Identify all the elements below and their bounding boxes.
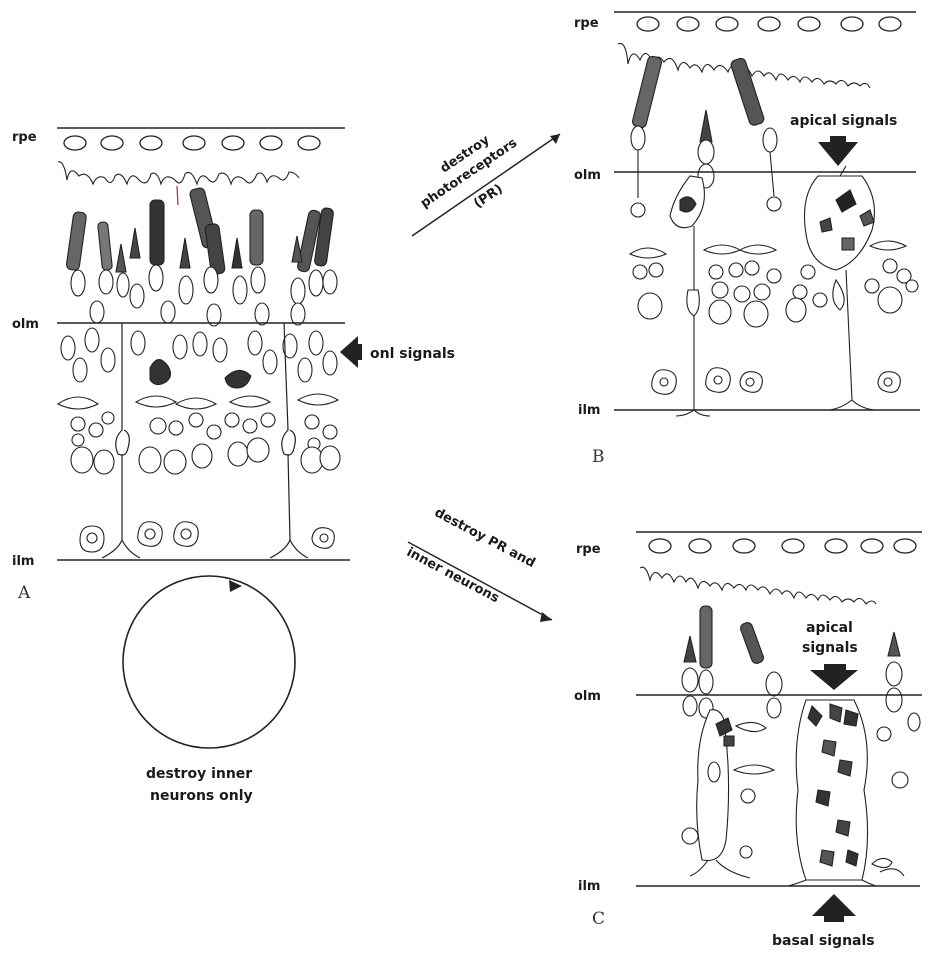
panel-b: rpe apical signals olm [574,12,920,467]
panel-a-olm-label: olm [12,317,39,332]
panel-c-rpe-cells [649,539,916,553]
panel-c-apical-arrow [810,664,858,690]
panel-a-ganglion-cells [80,522,334,552]
panel-c-apical-label-line2: signals [802,640,858,656]
panel-b-apical-arrow [818,136,858,166]
panel-a-rpe-cells [64,136,320,150]
panel-b-apical-signals-label: apical signals [790,113,897,129]
panel-b-glial-cluster-right [805,166,875,410]
panel-b-ilm-label: ilm [578,403,600,418]
panel-c-rpe-processes [640,567,876,604]
panel-b-inl-nuclei [633,259,918,327]
panel-a-dark-cell-2 [225,370,251,388]
panel-a-photoreceptors [66,187,334,275]
panel-b-rpe-cells [637,17,901,31]
panel-a-dark-cell-1 [150,359,171,384]
panel-b-letter: B [592,447,605,467]
panel-a-onl-signals-label: onl signals [370,346,455,362]
panel-b-ganglion-cells [652,368,901,395]
arrow-to-c-line2: inner neurons [404,545,502,606]
arrow-to-c-line1: destroy PR and [432,505,538,571]
panel-b-olm-label: olm [574,168,601,183]
panel-a-onl-signals-arrow [340,336,362,368]
panel-c-ilm-label: ilm [578,879,600,894]
panel-a-caption-line2: neurons only [150,788,253,804]
panel-a-cycle-arrow [123,576,295,748]
panel-a-ilm-label: ilm [12,554,34,569]
panel-c: rpe apical signals olm [574,532,922,949]
panel-a-rpe-label: rpe [12,130,37,145]
panel-c-letter: C [592,909,605,929]
panel-a-inl-nuclei [71,412,340,474]
panel-b-photoreceptors [631,55,781,217]
arrow-to-c: destroy PR and inner neurons [404,502,552,622]
panel-a-inner-segments [71,265,337,326]
panel-a-red-mark [177,186,178,205]
panel-c-basal-signals-label: basal signals [772,933,875,949]
panel-b-rpe-label: rpe [574,16,599,31]
panel-a: rpe [12,128,455,804]
panel-c-olm-label: olm [574,689,601,704]
arrow-to-b-line3: (PR) [471,182,505,212]
panel-a-letter: A [17,583,31,603]
panel-c-photoreceptors [682,606,902,718]
panel-a-horizontal-cells [58,394,338,409]
panel-c-basal-arrow [812,894,856,922]
panel-a-rpe-processes [58,162,299,184]
panel-a-onl-nuclei [61,328,337,382]
panel-c-apical-label-line1: apical [806,620,853,636]
panel-c-rpe-label: rpe [576,542,601,557]
arrow-to-b: destroy photoreceptors (PR) [408,121,560,237]
panel-a-caption-line1: destroy inner [146,766,252,782]
